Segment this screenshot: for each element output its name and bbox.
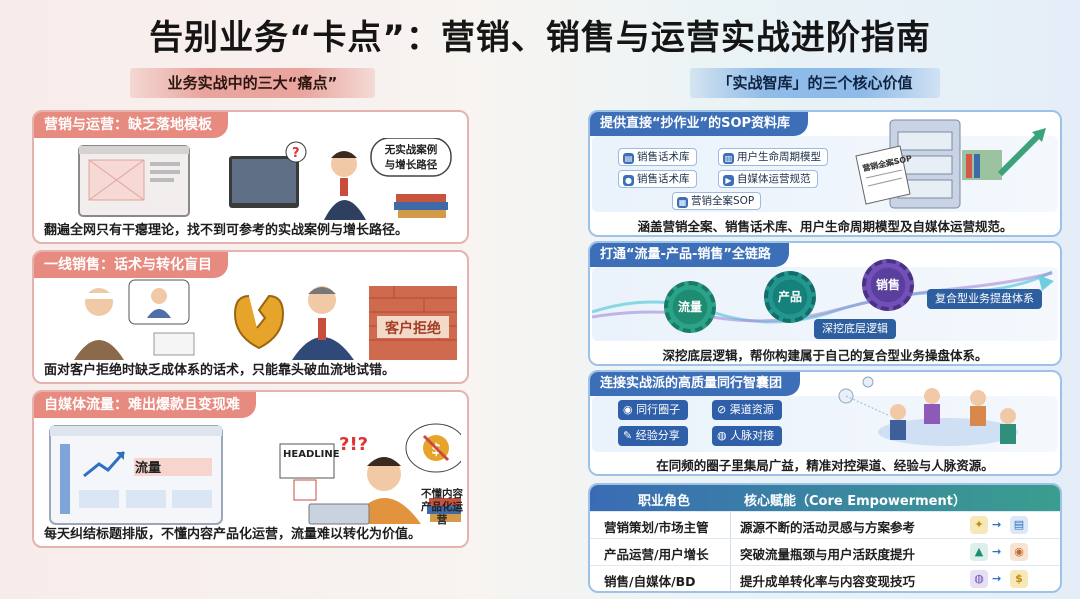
column-divider: [730, 511, 731, 591]
headline-label: HEADLINE: [283, 449, 340, 460]
table-row: 销售/自媒体/BD 提升成单转化率与内容变现技巧 ◍ → $: [590, 565, 1060, 591]
users-icon: ◉: [1010, 543, 1028, 561]
file-icon: ▤: [623, 153, 634, 164]
sop-chip[interactable]: ▤销售话术库: [618, 148, 697, 166]
sop-library-panel: ▤销售话术库 ▥用户生命周期模型 ●销售话术库 ▶自媒体运营规范 ▦营销全案SO…: [592, 136, 1058, 212]
value-card-desc: 在同频的圈子里集局广益，精准对控渠道、经验与人脉资源。: [656, 458, 994, 473]
pain-card-media: 自媒体流量：难出爆款且变现难 ?!? $ 流量 HEADLINE 不懂内容产品化…: [32, 390, 469, 548]
handshake-icon: ◍: [970, 570, 988, 588]
arrow-icon: →: [992, 518, 1002, 531]
network-chip[interactable]: ⊘ 渠道资源: [712, 400, 782, 420]
value-cell: 源源不断的活动灵感与方案参考: [740, 520, 916, 535]
pain-card-desc: 面对客户拒绝时缺乏成体系的话术，只能靠头破血流地试错。: [44, 363, 396, 378]
sop-chip[interactable]: ▥用户生命周期模型: [718, 148, 828, 166]
document-icon: ▦: [677, 197, 688, 208]
pain-points-heading: 业务实战中的三大“痛点”: [130, 68, 375, 98]
pain-card-sales: 一线销售：话术与转化盲目 客户拒绝 面对客户拒绝时缺乏成体系的话术，只能靠头破血…: [32, 250, 469, 384]
svg-text:客户拒绝: 客户拒绝: [384, 320, 441, 337]
meeting-illustration: [838, 376, 1018, 446]
table-header: 职业角色 核心赋能（Core Empowerment）: [590, 485, 1060, 511]
network-chip[interactable]: ◍ 人脉对接: [712, 426, 783, 446]
pain-card-bubble: 不懂内容产品化运营: [421, 488, 463, 526]
brick-wall: 客户拒绝: [369, 286, 457, 360]
sop-chip[interactable]: ▦营销全案SOP: [672, 192, 762, 210]
role-cell: 产品运营/用户增长: [604, 547, 709, 562]
role-cell: 销售/自媒体/BD: [604, 574, 696, 589]
pain-card-tab: 自媒体流量：难出爆款且变现难: [34, 392, 256, 418]
pain-card-tab: 营销与运营：缺乏落地模板: [34, 112, 228, 138]
page-title: 告别业务“卡点”：营销、销售与运营实战进阶指南: [149, 18, 931, 58]
svg-text:无实战案例: 无实战案例: [384, 143, 438, 156]
bar-chart-icon: ▥: [723, 153, 734, 164]
role-empowerment-table: 职业角色 核心赋能（Core Empowerment） 营销策划/市场主管 源源…: [588, 483, 1062, 593]
media-icon: ▶: [723, 175, 734, 186]
gear-product: 产品: [764, 271, 816, 323]
people-icon: ◉: [623, 403, 637, 416]
pain-card-desc: 每天纠结标题排版，不懂内容产品化运营，流量难以转化为价值。: [44, 527, 422, 542]
arrow-icon: →: [992, 572, 1002, 585]
chain-panel: 流量 产品 销售 复合型业务提盘体系 深挖底层逻辑: [592, 259, 1058, 341]
value-cell: 提升成单转化率与内容变现技巧: [740, 574, 916, 589]
svg-text:?!?: ?!?: [339, 434, 368, 455]
table-row: 产品运营/用户增长 突破流量瓶颈与用户活跃度提升 ▲ → ◉: [590, 538, 1060, 565]
media-struggle-illustration: ?!? $: [49, 423, 461, 525]
value-card-tab: 连接实战派的高质量同行智囊团: [590, 372, 801, 396]
value-card-desc: 深挖底层逻辑，帮你构建属于自己的复合型业务操盘体系。: [662, 348, 988, 363]
value-card-chain: 打通“流量-产品-销售”全链路 流量 产品 销售 复合型业务提盘体系 深挖底层逻…: [588, 241, 1062, 366]
network-panel: ◉ 同行圈子 ⊘ 渠道资源 ✎ 经验分享 ◍ 人脉对接: [592, 376, 1058, 452]
network-chip[interactable]: ✎ 经验分享: [618, 426, 688, 446]
header-empowerment: 核心赋能（Core Empowerment）: [744, 494, 966, 509]
svg-text:?: ?: [292, 146, 300, 161]
growth-chart-icon: ▲: [970, 543, 988, 561]
rejected-salesman-illustration: 客户拒绝: [74, 279, 457, 360]
composite-system-pill: 复合型业务提盘体系: [927, 289, 1042, 309]
value-card-tab: 打通“流量-产品-销售”全链路: [590, 243, 789, 267]
network-chip[interactable]: ◉ 同行圈子: [618, 400, 689, 420]
link-icon: ⊘: [717, 403, 730, 416]
handshake-icon: ◍: [717, 429, 731, 442]
value-heading: 「实战智库」的三个核心价值: [690, 68, 940, 98]
value-card-desc: 涵盖营销全案、销售话术库、用户生命周期模型及自媒体运营规范。: [637, 219, 1013, 234]
arrow-icon: →: [992, 545, 1002, 558]
filing-cabinet-illustration: [855, 119, 1046, 209]
role-cell: 营销策划/市场主管: [604, 520, 709, 535]
pain-card-desc: 翻遍全网只有干瘪理论，找不到可参考的实战案例与增长路径。: [44, 223, 409, 238]
sop-chip[interactable]: ▶自媒体运营规范: [718, 170, 818, 188]
value-card-sop: 提供直接“抄作业”的SOP资料库 ▤销售话术库 ▥用户生命周期模型 ●销售话术库…: [588, 110, 1062, 237]
value-card-tab: 提供直接“抄作业”的SOP资料库: [590, 112, 809, 136]
edit-icon: ✎: [623, 429, 636, 442]
traffic-chart-label: 流量: [135, 461, 162, 476]
document-icon: ▤: [1010, 516, 1028, 534]
sop-chip[interactable]: ●销售话术库: [618, 170, 697, 188]
chat-icon: ●: [623, 175, 634, 186]
gear-sales: 销售: [862, 259, 914, 311]
pain-card-marketing: 营销与运营：缺乏落地模板 ? 无实战案例 与增长路径 翻遍全网只有干瘪理论，找不…: [32, 110, 469, 244]
value-cell: 突破流量瓶颈与用户活跃度提升: [740, 547, 916, 562]
lightbulb-icon: ✦: [970, 516, 988, 534]
coin-icon: $: [1010, 570, 1028, 588]
deep-logic-pill: 深挖底层逻辑: [814, 319, 896, 339]
value-card-network: 连接实战派的高质量同行智囊团 ◉ 同行圈子 ⊘ 渠道资源 ✎ 经验分享 ◍ 人脉…: [588, 370, 1062, 476]
pain-card-tab: 一线销售：话术与转化盲目: [34, 252, 228, 278]
svg-text:与增长路径: 与增长路径: [385, 158, 438, 171]
frustrated-office-illustration: ? 无实战案例 与增长路径: [78, 138, 452, 220]
gear-traffic: 流量: [664, 281, 716, 333]
table-row: 营销策划/市场主管 源源不断的活动灵感与方案参考 ✦ → ▤: [590, 511, 1060, 538]
header-role: 职业角色: [638, 494, 691, 509]
